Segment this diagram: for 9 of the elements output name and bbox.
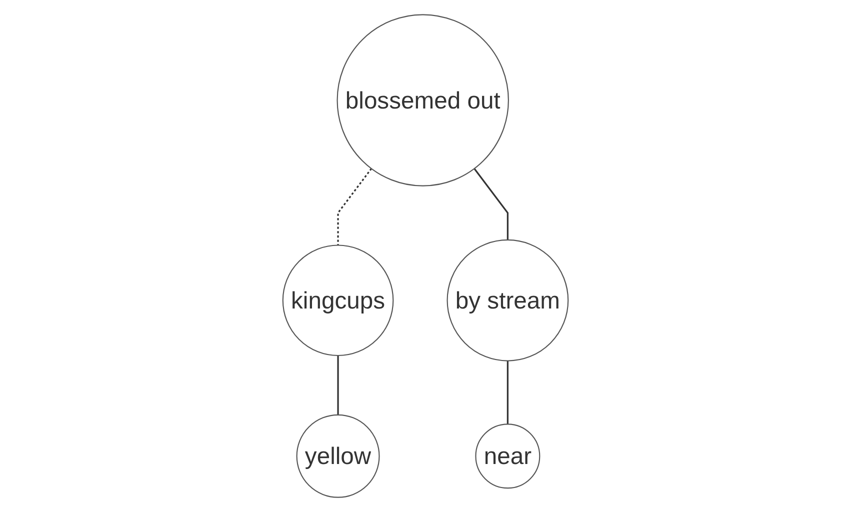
node-circle: by stream xyxy=(446,239,569,362)
node-circle: blossemed out xyxy=(336,14,509,186)
node-circle: kingcups xyxy=(282,244,394,356)
connector xyxy=(474,168,509,240)
connector xyxy=(506,360,509,424)
node-circle: near xyxy=(475,424,540,489)
connector xyxy=(337,356,339,415)
node-circle: yellow xyxy=(296,414,380,498)
connector xyxy=(337,168,372,246)
